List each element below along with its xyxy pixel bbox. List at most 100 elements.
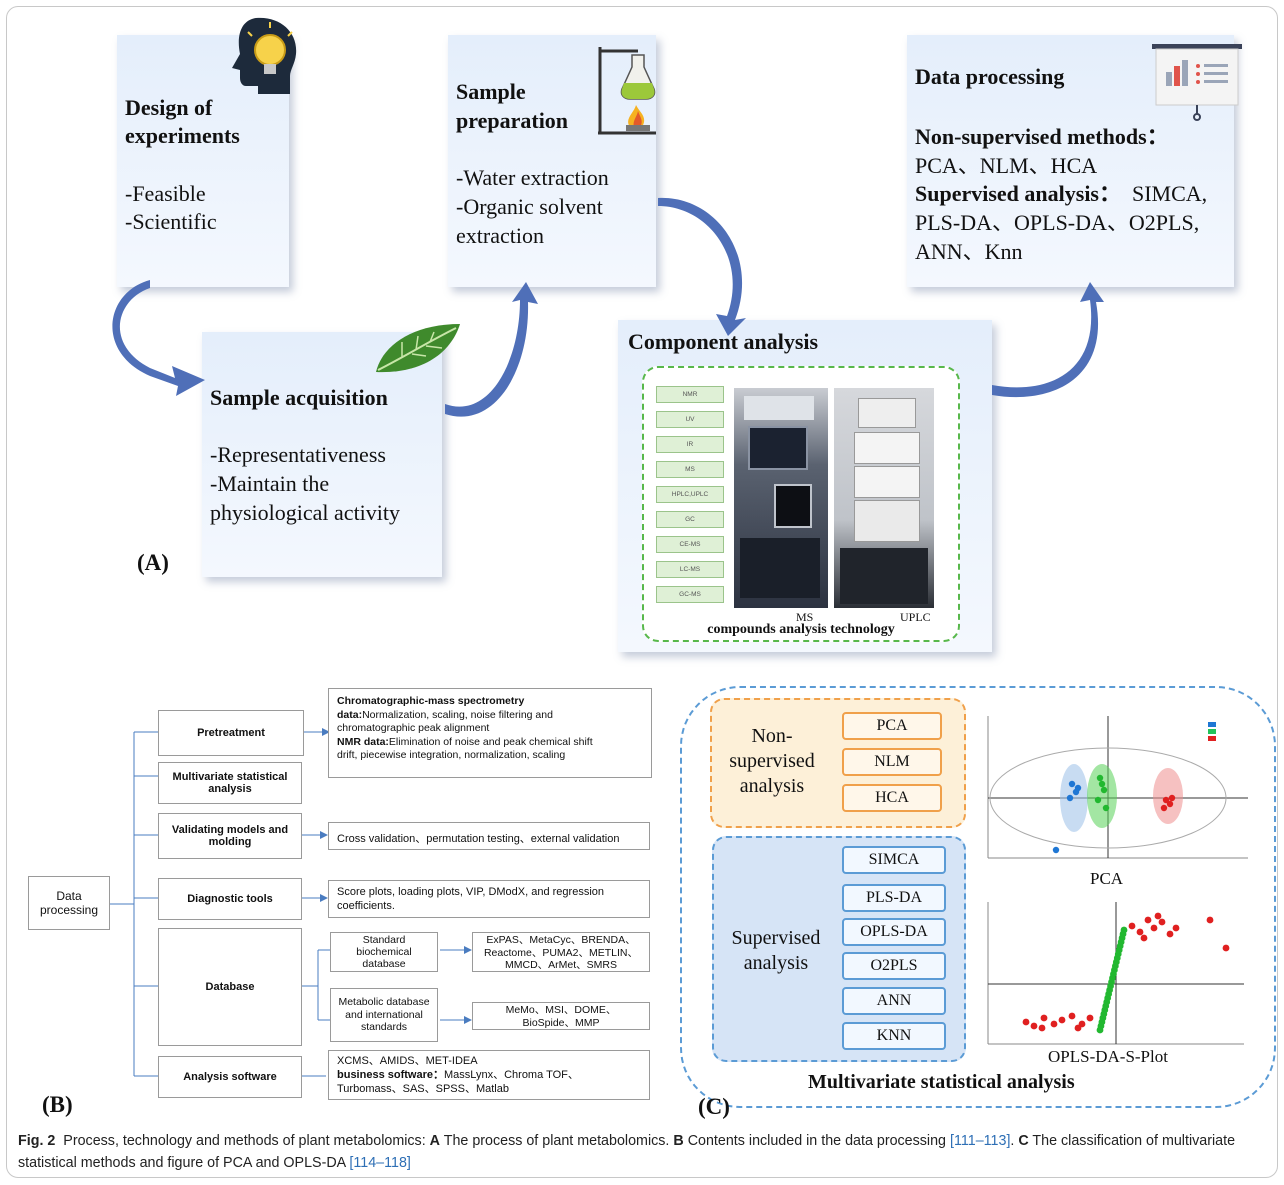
head-lightbulb-icon bbox=[232, 17, 297, 95]
b-pretreatment-detail: Chromatographic-mass spectrometry data:N… bbox=[328, 688, 652, 778]
ms-label: MS bbox=[796, 610, 814, 624]
cap-b: B bbox=[673, 1133, 684, 1149]
b-diagnostic-detail: Score plots, loading plots, VIP, DModX, … bbox=[328, 880, 650, 918]
pre-h2: NMR data: bbox=[337, 735, 389, 748]
pca-point bbox=[1162, 796, 1170, 804]
nonsup-label-2: supervised bbox=[729, 750, 815, 772]
cap-t1: Process, technology and methods of plant… bbox=[63, 1133, 426, 1149]
sup-method-pill: OPLS-DA bbox=[842, 918, 946, 946]
cap-tc: The classification of multivariate stati… bbox=[18, 1133, 1236, 1171]
pre-l3-wrap: NMR data:Elimination of noise and peak c… bbox=[337, 736, 643, 750]
component-title: Component analysis bbox=[628, 329, 819, 354]
panel-a-label: (A) bbox=[137, 550, 169, 575]
design-of-experiments-card: Design of experiments -Feasible -Scienti… bbox=[117, 35, 289, 287]
cap-ref-c[interactable]: [114–118] bbox=[349, 1155, 411, 1171]
splot-point bbox=[1068, 1012, 1076, 1020]
splot-point bbox=[1058, 1016, 1066, 1024]
design-item-1: -Feasible bbox=[125, 181, 206, 206]
sup-method-pill: O2PLS bbox=[842, 952, 946, 980]
splot-point bbox=[1074, 1024, 1082, 1032]
pca-point bbox=[1094, 796, 1102, 804]
uplc-instrument-photo bbox=[834, 388, 934, 608]
b-software-detail: XCMS、AMIDS、MET-IDEA business software：Ma… bbox=[328, 1050, 650, 1100]
prep-title-1: Sample bbox=[456, 79, 526, 104]
db-std-l3: MMCD、ArMet、SMRS bbox=[505, 959, 617, 971]
b-root-data-processing: Data processing bbox=[28, 876, 110, 930]
pre-l4: drift, piecewise integration, normalizat… bbox=[337, 749, 566, 761]
b-software: Analysis software bbox=[158, 1056, 302, 1098]
b-validating-detail: Cross validation、permutation testing、ext… bbox=[328, 822, 650, 850]
cap-ta: The process of plant metabolomics. bbox=[443, 1133, 670, 1149]
cap-ref-b[interactable]: [111–113] bbox=[950, 1133, 1011, 1149]
splot-point bbox=[1140, 934, 1148, 942]
b-multivariate: Multivariate statistical analysis bbox=[158, 762, 302, 804]
curved-arrows-a bbox=[112, 197, 1104, 417]
db-std-l2: Reactome、PUMA2、METLIN、 bbox=[483, 946, 639, 959]
acq-item-2: -Maintain the bbox=[210, 471, 330, 496]
dp-sub2: Supervised analysis： bbox=[915, 181, 1121, 206]
sample-acquisition-card: Sample acquisition -Representativeness -… bbox=[202, 332, 442, 577]
splot-point bbox=[1136, 928, 1144, 936]
nonsup-method-pill: PCA bbox=[842, 712, 942, 740]
pre-l1-bold: data: bbox=[337, 708, 363, 721]
nonsup-label-1: Non- bbox=[751, 725, 793, 747]
acq-item-3: physiological activity bbox=[210, 500, 401, 525]
pca-point bbox=[1166, 800, 1174, 808]
pca-point bbox=[1102, 804, 1110, 812]
panel-c-footer: Multivariate statistical analysis bbox=[808, 1071, 1075, 1093]
prep-title-2: preparation bbox=[456, 108, 569, 133]
figure-frame bbox=[6, 6, 1278, 1178]
diag-l2: coefficients. bbox=[337, 900, 395, 912]
pre-l3: Elimination of noise and peak chemical s… bbox=[388, 735, 593, 748]
ms-instrument-photo bbox=[734, 388, 828, 608]
sup-label-1: Supervised bbox=[731, 927, 821, 949]
splot-point bbox=[1128, 922, 1136, 930]
panel-c-dashed-border bbox=[680, 686, 1276, 1108]
tech-item: GC-MS bbox=[656, 586, 724, 603]
splot-point bbox=[1030, 1022, 1038, 1030]
prep-item-1: -Water extraction bbox=[456, 165, 609, 190]
pca-point bbox=[1096, 774, 1104, 782]
presentation-board-icon bbox=[1152, 44, 1242, 121]
tech-item: UV bbox=[656, 411, 724, 428]
pre-l1-wrap: data:Normalization, scaling, noise filte… bbox=[337, 709, 643, 723]
prep-item-2: -Organic solvent bbox=[456, 194, 603, 219]
dp-sub2-items-b: PLS-DA、OPLS-DA、O2PLS, bbox=[915, 210, 1200, 235]
sup-method-pill: SIMCA bbox=[842, 846, 946, 874]
dp-sub1: Non-supervised methods： bbox=[915, 124, 1169, 149]
splot-point bbox=[1158, 918, 1166, 926]
acq-item-1: -Representativeness bbox=[210, 442, 386, 467]
splot-point bbox=[1038, 1024, 1046, 1032]
splot-title: OPLS-DA-S-Plot bbox=[1048, 1047, 1168, 1066]
sup-label-2: analysis bbox=[743, 952, 809, 974]
tech-item: GC bbox=[656, 511, 724, 528]
b-db-metabolic-detail: MeMo、MSI、DOME、 BioSpide、MMP bbox=[472, 1002, 650, 1030]
prep-item-3: extraction bbox=[456, 223, 544, 248]
splot-point bbox=[1166, 930, 1174, 938]
cap-fig: Fig. 2 bbox=[18, 1133, 56, 1149]
db-std-l1: ExPAS、MetaCyc、BRENDA、 bbox=[486, 934, 636, 946]
design-item-2: -Scientific bbox=[125, 209, 217, 234]
b-pretreatment: Pretreatment bbox=[158, 710, 304, 756]
splot-point bbox=[1050, 1020, 1058, 1028]
b-db-metabolic: Metabolic database and international sta… bbox=[330, 988, 438, 1042]
tech-item: IR bbox=[656, 436, 724, 453]
splot-point bbox=[1172, 924, 1180, 932]
pca-point bbox=[1074, 784, 1082, 792]
sample-preparation-card: Sample preparation -Water extraction -Or… bbox=[448, 35, 656, 287]
splot-point bbox=[1022, 1018, 1030, 1026]
tech-item: NMR bbox=[656, 386, 724, 403]
uplc-label: UPLC bbox=[900, 610, 931, 624]
db-met-l1: MeMo、MSI、DOME、 bbox=[505, 1004, 617, 1016]
sw-l1: XCMS、AMIDS、MET-IDEA bbox=[337, 1055, 478, 1067]
pre-l1: Normalization, scaling, noise filtering … bbox=[362, 708, 553, 721]
diag-l1: Score plots, loading plots, VIP, DModX, … bbox=[337, 886, 605, 898]
panel-b-connectors bbox=[108, 728, 472, 1077]
b-database: Database bbox=[158, 928, 302, 1046]
splot-point bbox=[1144, 916, 1152, 924]
pre-h1: Chromatographic-mass spectrometry bbox=[337, 695, 525, 707]
sw-l3: Turbomass、SAS、SPSS、Matlab bbox=[337, 1083, 509, 1095]
